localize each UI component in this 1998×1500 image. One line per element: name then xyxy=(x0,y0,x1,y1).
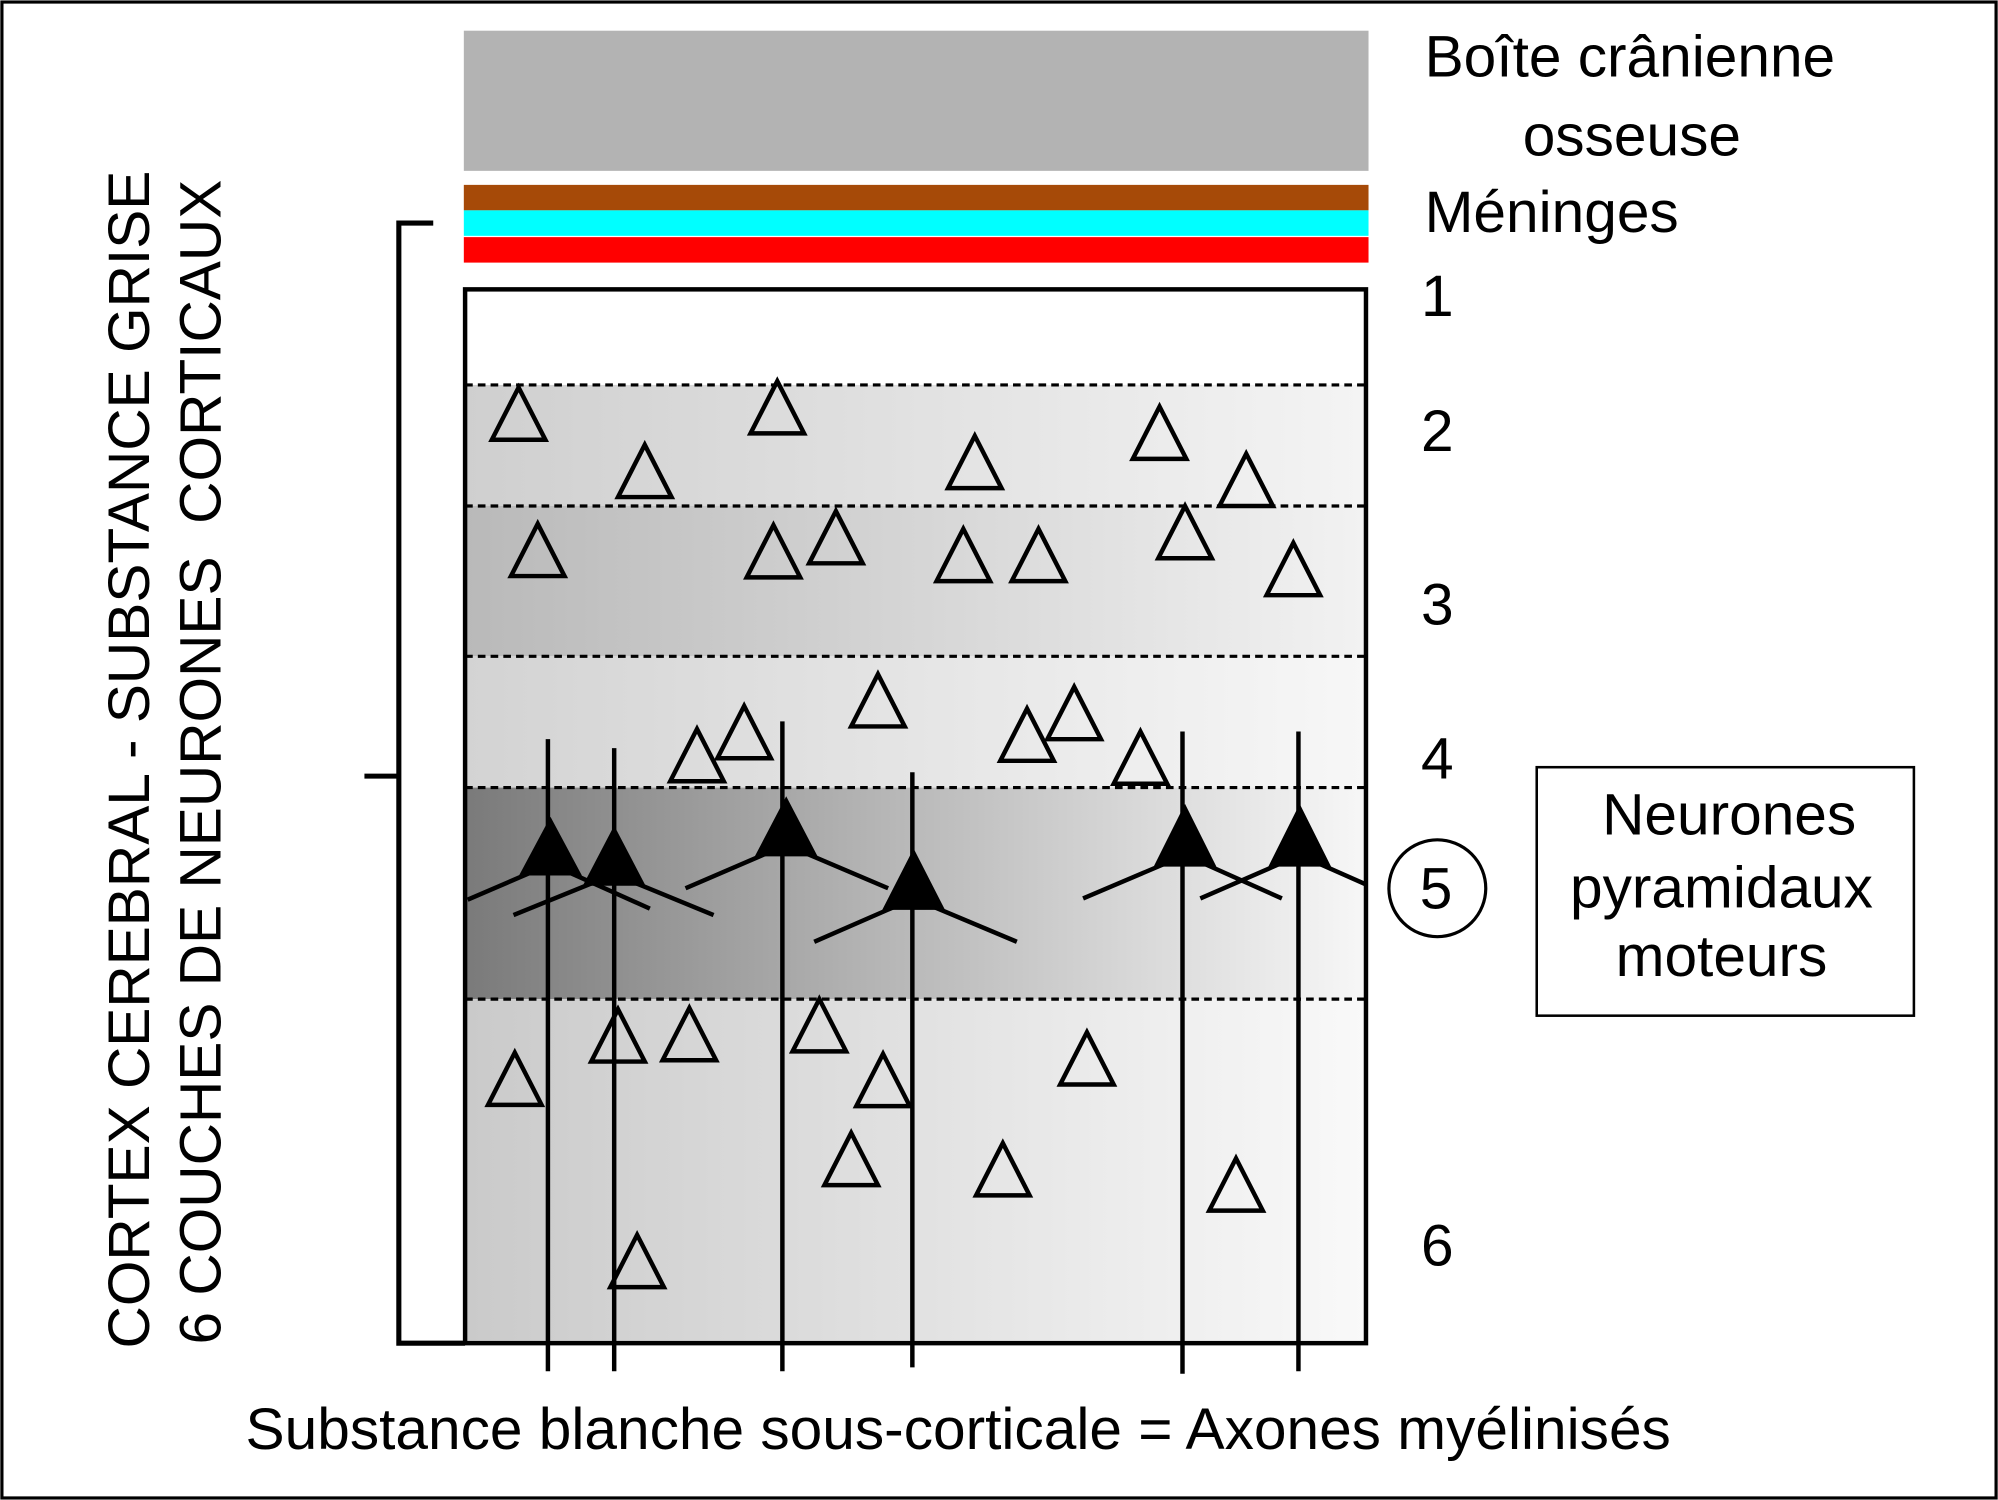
cortical-neuron-triangle xyxy=(944,431,1006,491)
meninges-bands xyxy=(463,184,1369,263)
cortex-title-line2: 6 COUCHES DE NEURONES CORTICAUX xyxy=(168,180,233,1345)
pyramidal-cell-body xyxy=(882,848,946,910)
cortical-neuron-triangle xyxy=(1262,538,1324,598)
pyramidal-cell-body xyxy=(519,816,582,876)
cortical-neuron-triangle xyxy=(996,703,1058,764)
skull-label-line2: osseuse xyxy=(1523,104,1741,169)
cortex-bracket xyxy=(396,220,466,1346)
cortical-neuron-triangle xyxy=(746,376,808,436)
layer-number-6: 6 xyxy=(1421,1213,1454,1278)
pyramidal-neuron xyxy=(1199,731,1367,1372)
cortical-neuron-triangle xyxy=(713,701,775,761)
layer-band-1 xyxy=(465,289,1366,385)
cortical-neuron-triangle xyxy=(743,520,804,580)
skull-label-line1: Boîte crânienne xyxy=(1425,25,1836,90)
cortical-neuron-triangle xyxy=(1129,401,1190,462)
cortex-layers xyxy=(465,289,1366,1344)
cortical-neuron-triangle xyxy=(507,518,569,579)
pyramidal-neuron xyxy=(1082,731,1283,1374)
meninges-band-dura xyxy=(463,184,1369,211)
meninges-band-arachnoid xyxy=(463,210,1369,236)
cortical-neuron-triangle xyxy=(1043,682,1105,742)
cortical-neuron-triangle xyxy=(932,524,994,584)
pyramidal-neuron xyxy=(684,721,890,1372)
cortical-neuron-triangle xyxy=(614,439,676,500)
cortical-neuron-triangle xyxy=(1008,524,1069,584)
layer-number-2: 2 xyxy=(1421,399,1454,464)
cortical-neuron-triangle xyxy=(1056,1027,1118,1087)
cortical-neuron-triangle xyxy=(788,994,850,1054)
cortical-neuron-triangle xyxy=(1154,501,1216,561)
cortex-title-line1: CORTEX CEREBRAL - SUBSTANCE GRISE xyxy=(97,171,162,1349)
pyramidal-cell-body xyxy=(1153,803,1217,867)
cortical-neuron-triangle xyxy=(606,1229,668,1290)
cortical-neuron-triangle xyxy=(484,1047,546,1108)
layer-boundaries xyxy=(465,383,1366,1001)
pyramidal-cell-body xyxy=(1268,803,1332,867)
pyramidal-neuron xyxy=(813,772,1018,1368)
callout-line1: Neurones xyxy=(1602,783,1856,848)
meninges-label: Méninges xyxy=(1425,180,1679,245)
layer-5-highlight-circle xyxy=(1387,838,1488,939)
cortical-neuron-triangle xyxy=(972,1138,1034,1198)
cortical-neuron-triangle xyxy=(488,382,550,442)
cortical-neuron-triangle xyxy=(587,1004,649,1064)
callout-line3: moteurs xyxy=(1616,924,1828,989)
cortical-neuron-triangle xyxy=(805,506,867,566)
small-neurons-group xyxy=(484,376,1324,1290)
cortical-neuron-triangle xyxy=(852,1049,914,1109)
pyramidal-neuron xyxy=(466,739,651,1372)
callout-line2: pyramidaux xyxy=(1570,855,1873,920)
white-matter-label: Substance blanche sous-corticale = Axone… xyxy=(246,1397,1671,1462)
cortex-box xyxy=(462,287,1369,1346)
layer-band-2 xyxy=(465,384,1366,506)
skull-band xyxy=(463,30,1369,171)
pyramidal-cell-body xyxy=(582,825,646,886)
layer-number-3: 3 xyxy=(1421,572,1454,637)
meninges-band-pia xyxy=(463,237,1369,263)
pyramidal-neuron xyxy=(512,748,715,1372)
layer-number-4: 4 xyxy=(1421,727,1454,792)
cortical-neuron-triangle xyxy=(820,1128,882,1188)
layer-band-4 xyxy=(465,656,1366,788)
cortical-neuron-triangle xyxy=(847,669,909,729)
cortical-neuron-triangle xyxy=(1205,1153,1267,1213)
pyramidal-cell-body xyxy=(754,796,818,857)
layer-number-5: 5 xyxy=(1420,857,1453,922)
layer-band-3 xyxy=(465,505,1366,657)
cortical-neuron-triangle xyxy=(658,1003,720,1063)
callout-box xyxy=(1535,765,1916,1017)
pyramidal-neurons-group xyxy=(466,721,1367,1374)
cortical-neuron-triangle xyxy=(1110,726,1171,786)
cortical-neuron-triangle xyxy=(1215,448,1277,509)
cortical-neuron-triangle xyxy=(666,724,728,784)
layer-number-1: 1 xyxy=(1421,264,1454,329)
